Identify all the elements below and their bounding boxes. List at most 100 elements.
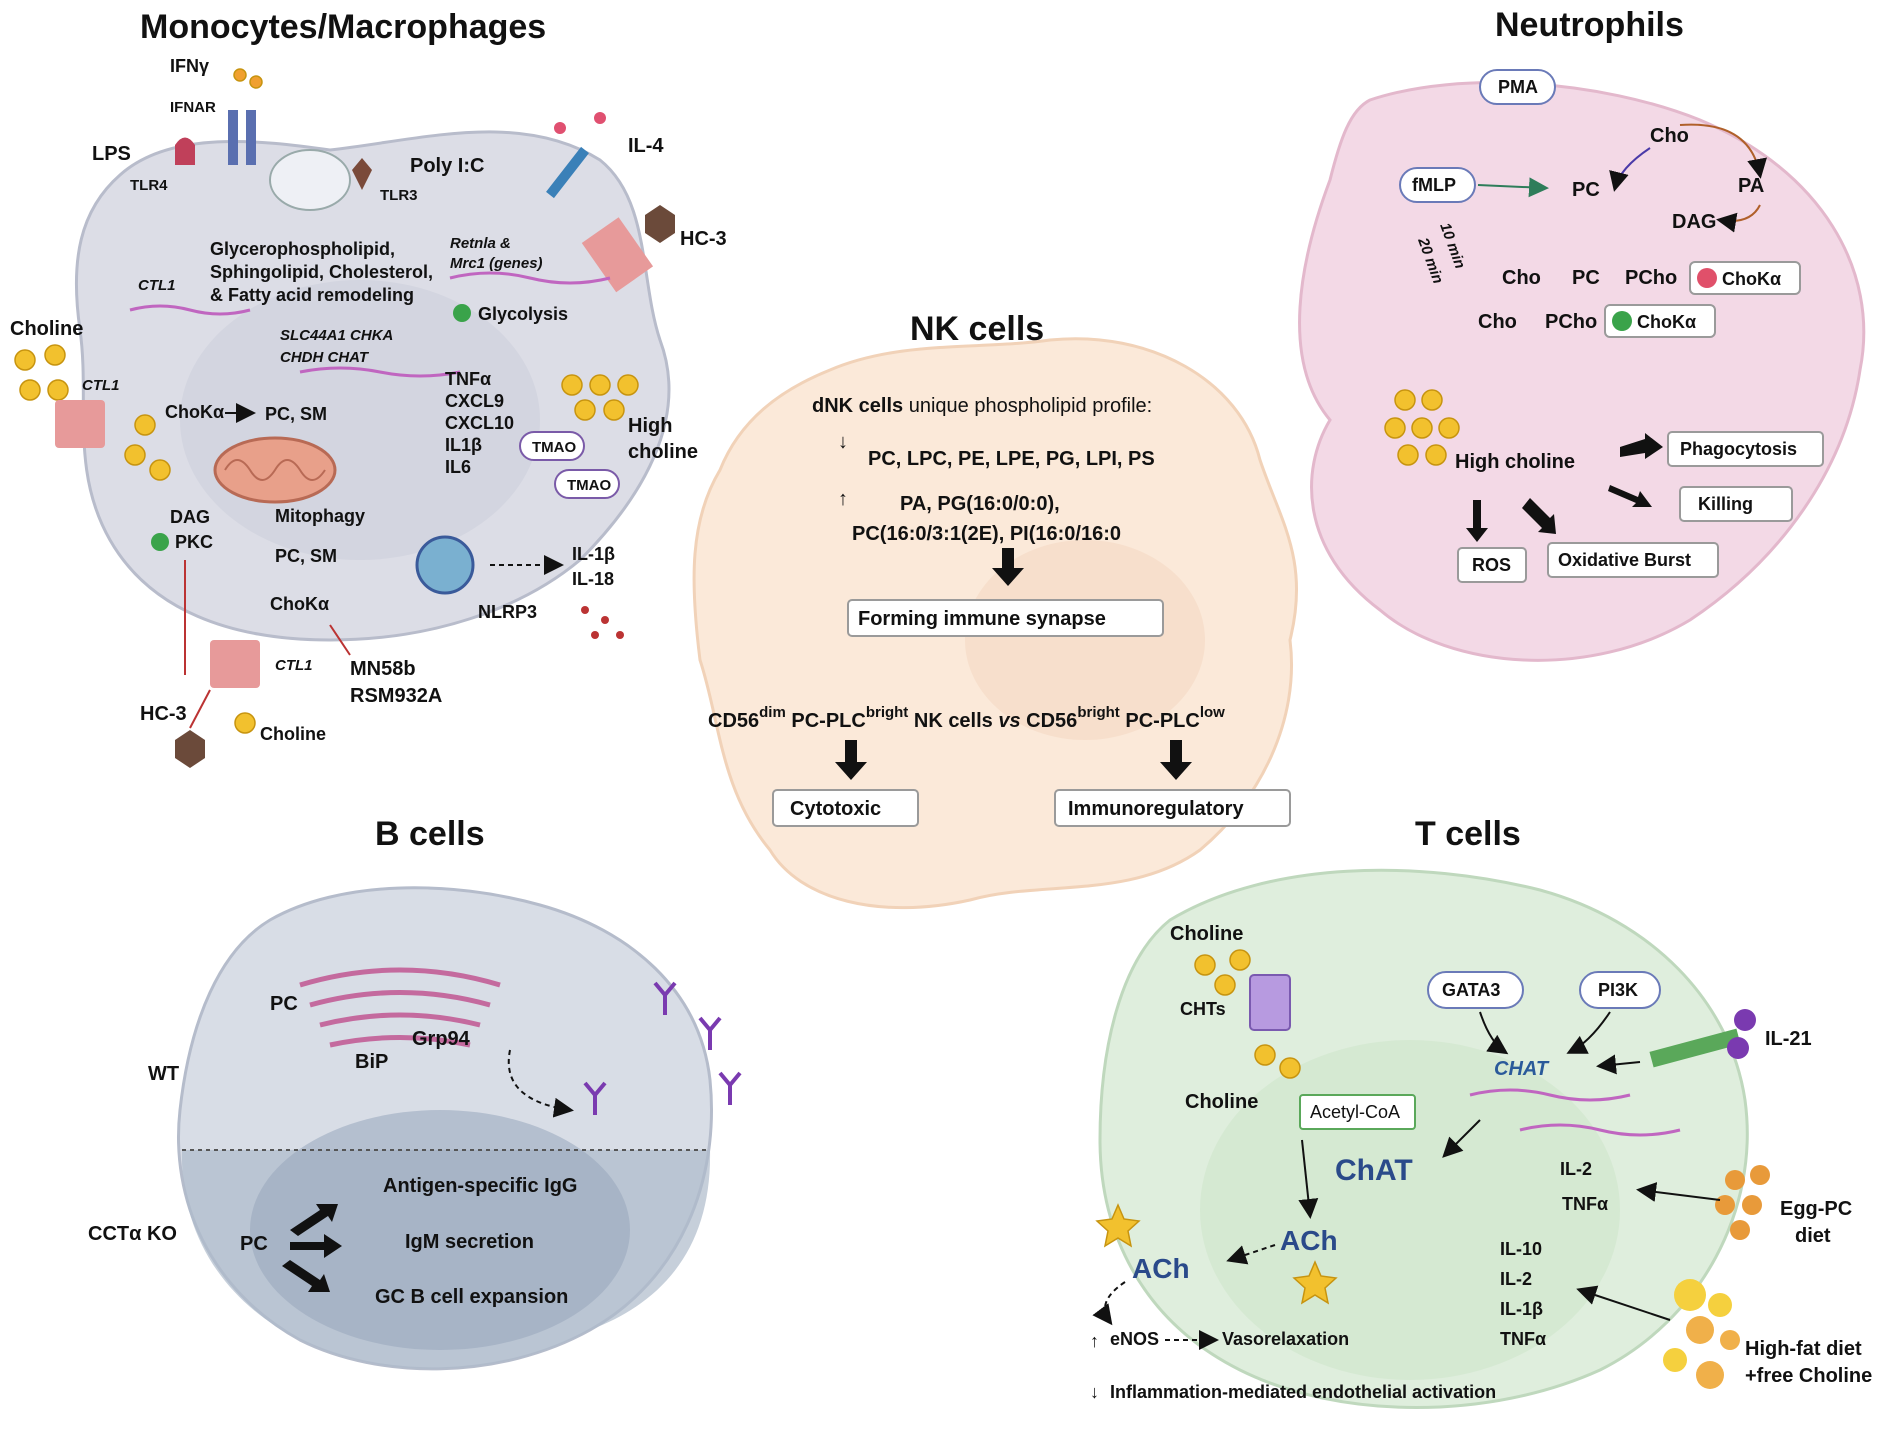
down-inflam-glyph: ↓ — [1090, 1382, 1099, 1402]
plus-icon — [1612, 311, 1632, 331]
panel-neutrophils: Neutrophils PMA Cho fMLP PC PA DAG 10 mi… — [1298, 6, 1866, 662]
up-arrow-glyph: ↑ — [838, 488, 848, 510]
hc3-top-label: HC-3 — [680, 228, 727, 250]
chat-enzyme-label: ChAT — [1335, 1154, 1413, 1187]
il1b-label-t: IL-1β — [1500, 1299, 1543, 1319]
igm-label: IgM secretion — [405, 1231, 534, 1253]
hc3-inhibitor-lower-icon — [175, 730, 205, 768]
polyic-label: Poly I:C — [410, 155, 484, 177]
il6-label: IL6 — [445, 457, 471, 477]
down-arrow-glyph: ↓ — [838, 431, 848, 453]
rsm-label: RSM932A — [350, 685, 442, 707]
pi3k-pill — [1579, 971, 1661, 1009]
panel-title-bcell: B cells — [375, 815, 485, 853]
nk-nucleus — [965, 540, 1205, 740]
inflam-label: Inflammation-mediated endothelial activa… — [1110, 1382, 1496, 1402]
hc3-bottom-label: HC-3 — [140, 703, 187, 725]
tmao-pill-1 — [519, 431, 585, 461]
grp94-label: Grp94 — [412, 1028, 471, 1050]
gc-label: GC B cell expansion — [375, 1286, 568, 1308]
immunoreg-label: Immunoregulatory — [1068, 798, 1244, 820]
remodel-line3: & Fatty acid remodeling — [210, 285, 414, 305]
pi3k-label: PI3K — [1598, 980, 1638, 1000]
panel-bcells: B cells WT PC BiP Grp94 CCTα KO PC Antig… — [88, 815, 742, 1371]
il4-label: IL-4 — [628, 135, 664, 157]
high-fat-diet-icon — [1663, 1279, 1740, 1389]
gata3-label: GATA3 — [1442, 980, 1500, 1000]
pcho-label: PCho — [1625, 267, 1677, 289]
cytotoxic-box — [772, 789, 919, 827]
killing-label: Killing — [1698, 494, 1753, 514]
panel-title-mono: Monocytes/Macrophages — [140, 8, 546, 46]
phagocytosis-label: Phagocytosis — [1680, 439, 1797, 459]
glycolysis-label: Glycolysis — [478, 304, 568, 324]
choka-label-2: ChoKα — [270, 594, 329, 614]
ctl1-lower-label: CTL1 — [275, 657, 313, 674]
nk-down-list: PC, LPC, PE, LPE, PG, LPI, PS — [868, 448, 1155, 470]
egg-pc-icon — [1715, 1165, 1770, 1240]
pma-label: PMA — [1498, 77, 1538, 97]
pma-pill — [1479, 69, 1556, 105]
tlr4-receptor-icon — [175, 137, 195, 165]
cho-label: Cho — [1650, 125, 1689, 147]
acetylcoa-label: Acetyl-CoA — [1310, 1102, 1400, 1122]
dag-label: DAG — [170, 507, 210, 527]
choka-label-1: ChoKα — [165, 402, 224, 422]
pkc-plus-icon — [151, 533, 169, 551]
ctl1-channel-label: CTL1 — [82, 377, 120, 394]
remodel-line1: Glycerophospholipid, — [210, 239, 395, 259]
choline-label-t: Choline — [1170, 923, 1243, 945]
cxcl10-label: CXCL10 — [445, 413, 514, 433]
immunoreg-box — [1054, 789, 1291, 827]
tnfa-label: TNFα — [445, 369, 491, 389]
retnla-label: Retnla & — [450, 235, 511, 252]
antibody-icon — [583, 981, 742, 1115]
ifng-label: IFNγ — [170, 56, 209, 76]
chat-gene-label: CHAT — [1494, 1058, 1550, 1080]
igg-label: Antigen-specific IgG — [383, 1175, 577, 1197]
choline2-label-t: Choline — [1185, 1091, 1258, 1113]
remodel-line2: Sphingolipid, Cholesterol, — [210, 262, 433, 282]
il1b2-label: IL-1β — [572, 544, 615, 564]
nk-up-list-2: PC(16:0/3:1(2E), PI(16:0/16:0 — [852, 523, 1121, 545]
hc3-inhibitor-icon — [645, 205, 675, 243]
ctl1-channel-icon — [55, 400, 105, 448]
il10-label: IL-10 — [1500, 1239, 1542, 1259]
gata3-pill — [1427, 971, 1524, 1009]
panel-title-neutro: Neutrophils — [1495, 6, 1684, 44]
killing-box — [1679, 486, 1793, 522]
tlr3-label: TLR3 — [380, 187, 418, 204]
wt-label: WT — [148, 1063, 179, 1085]
ros-label: ROS — [1472, 555, 1511, 575]
pc-down-label-b: PC — [240, 1233, 268, 1255]
pa-label: PA — [1738, 175, 1764, 197]
fmlp-pill — [1399, 167, 1476, 203]
pcsm-down-label: PC, SM — [275, 546, 337, 566]
bip-label: BiP — [355, 1051, 388, 1073]
panel-tcells: T cells Choline CHTs GATA3 PI3K CHAT IL-… — [1090, 815, 1872, 1409]
nk-comparison-line: CD56dim PC-PLCbright NK cells vs CD56bri… — [708, 704, 1225, 732]
genes-line1: SLC44A1 CHKA — [280, 327, 393, 344]
tmao-pill-2 — [554, 469, 620, 499]
ifnar-label: IFNAR — [170, 99, 216, 116]
cho-down-label: Cho — [1478, 311, 1517, 333]
hfd-label-1: High-fat diet — [1745, 1338, 1862, 1360]
il2-label-t: IL-2 — [1560, 1159, 1592, 1179]
ko-label: CCTα KO — [88, 1223, 177, 1245]
chts-label: CHTs — [1180, 999, 1226, 1019]
cytotoxic-label: Cytotoxic — [790, 798, 881, 820]
nlrp3-inflammasome-icon — [415, 535, 475, 595]
choka-inhibited-box — [1689, 261, 1801, 295]
glycolysis-plus-icon — [453, 304, 471, 322]
bcell-nucleus — [250, 1110, 630, 1350]
hc3-channel-icon — [581, 217, 654, 293]
tlr3-receptor-icon — [352, 158, 372, 190]
mrc1-label: Mrc1 (genes) — [450, 255, 543, 272]
mitophagy-label: Mitophagy — [275, 506, 365, 526]
choline-label-mono: Choline — [10, 318, 83, 340]
ach-receptor-icon — [1095, 1203, 1141, 1248]
hfd-label-2: +free Choline — [1745, 1365, 1872, 1387]
lps-label: LPS — [92, 143, 131, 165]
panel-monocytes: Monocytes/Macrophages IFNγ IFNAR LPS TLR… — [10, 8, 727, 768]
mn58b-label: MN58b — [350, 658, 416, 680]
